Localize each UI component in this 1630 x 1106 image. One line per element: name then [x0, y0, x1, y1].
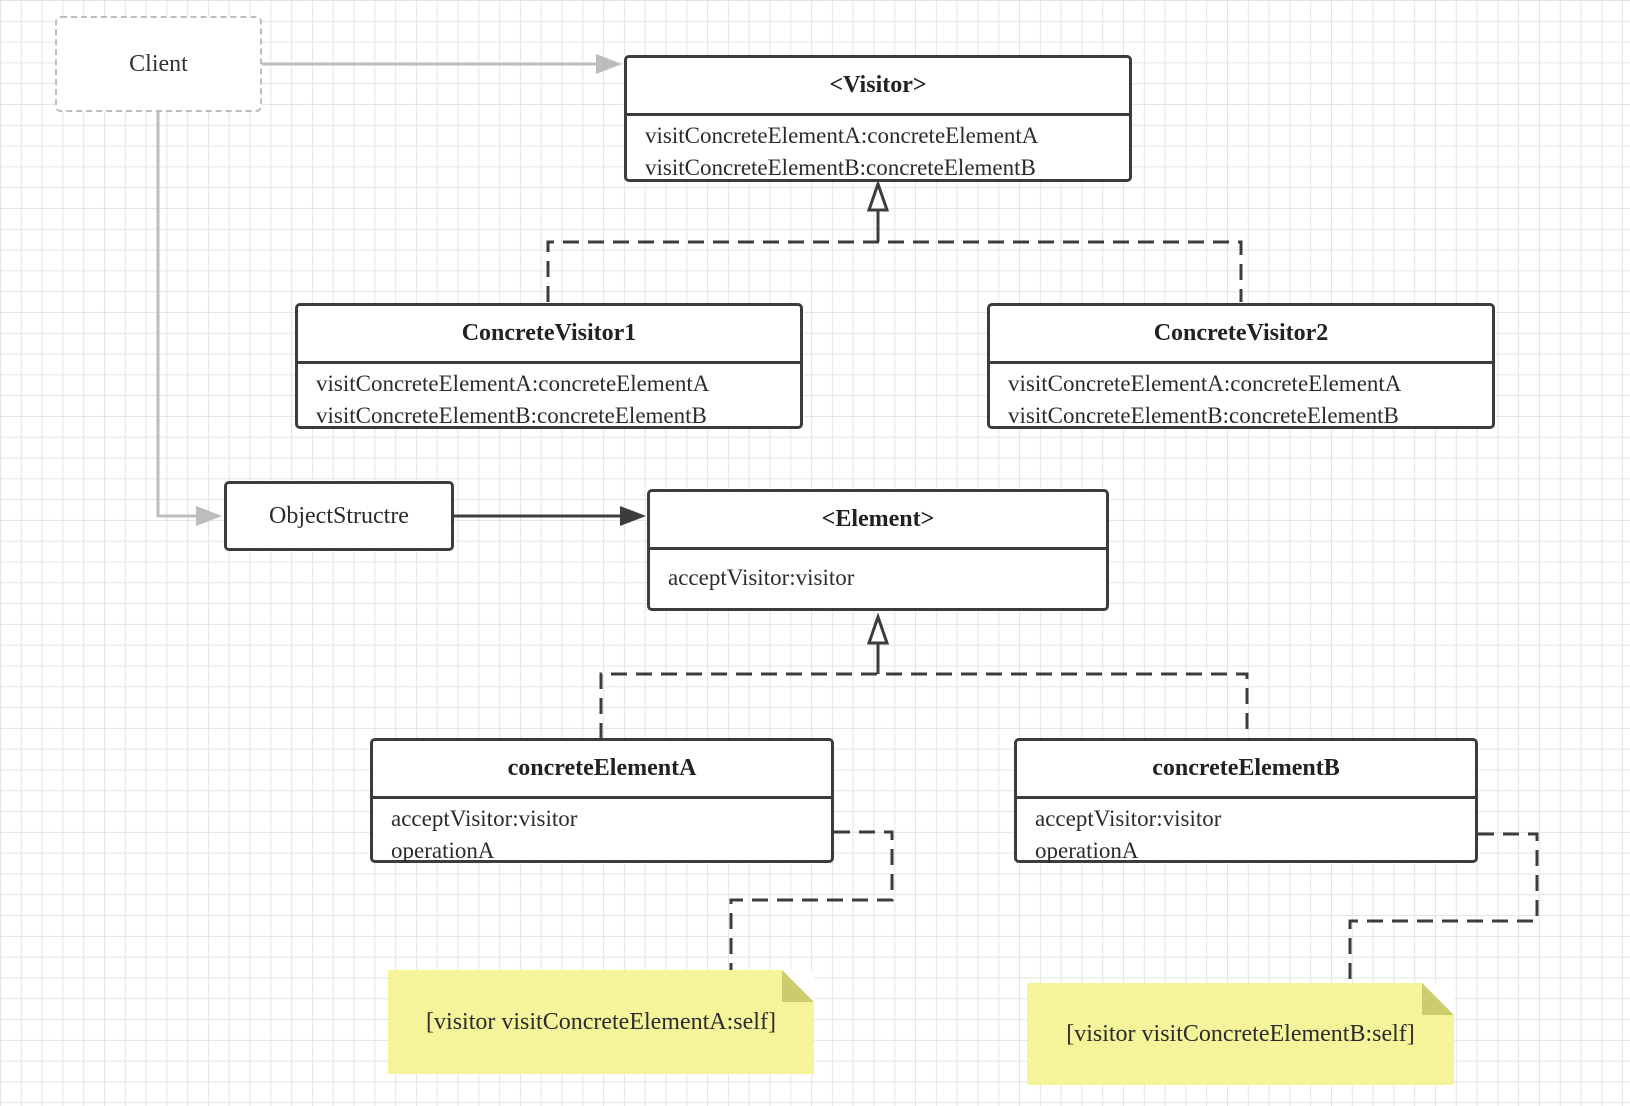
concrete-visitor-2-method: visitConcreteElementB:concreteElementB: [1008, 403, 1399, 428]
concrete-visitor-1-method: visitConcreteElementB:concreteElementB: [316, 403, 707, 428]
note-b-link: [1348, 832, 1539, 983]
visitor-realization-connector: [546, 179, 1243, 302]
client-node[interactable]: Client: [55, 16, 262, 112]
concrete-visitor-1-box[interactable]: ConcreteVisitor1 visitConcreteElementA:c…: [295, 303, 803, 429]
concrete-element-b-title: concreteElementB: [1017, 741, 1475, 799]
element-title: <Element>: [650, 492, 1106, 550]
concrete-element-a-method: operationA: [391, 838, 495, 863]
client-to-objectstructure-arrow: [156, 112, 222, 526]
concrete-visitor-2-methods: visitConcreteElementA:concreteElementA v…: [990, 364, 1492, 432]
visitor-interface-box[interactable]: <Visitor> visitConcreteElementA:concrete…: [624, 55, 1132, 182]
concrete-visitor-2-method: visitConcreteElementA:concreteElementA: [1008, 371, 1402, 396]
element-method: acceptVisitor:visitor: [668, 565, 855, 590]
concrete-visitor-2-box[interactable]: ConcreteVisitor2 visitConcreteElementA:c…: [987, 303, 1495, 429]
visitor-title: <Visitor>: [627, 58, 1129, 116]
object-structure-box[interactable]: ObjectStructre: [224, 481, 454, 551]
concrete-visitor-1-method: visitConcreteElementA:concreteElementA: [316, 371, 710, 396]
concrete-visitor-1-methods: visitConcreteElementA:concreteElementA v…: [298, 364, 800, 432]
concrete-element-b-method: operationA: [1035, 838, 1139, 863]
concrete-element-a-title: concreteElementA: [373, 741, 831, 799]
client-label: Client: [129, 50, 188, 77]
concrete-element-b-box[interactable]: concreteElementB acceptVisitor:visitor o…: [1014, 738, 1478, 863]
concrete-element-b-methods: acceptVisitor:visitor operationA: [1017, 799, 1475, 867]
client-to-visitor-arrow: [262, 54, 622, 74]
element-interface-box[interactable]: <Element> acceptVisitor:visitor: [647, 489, 1109, 611]
concrete-element-a-methods: acceptVisitor:visitor operationA: [373, 799, 831, 867]
objectstructure-to-element-arrow: [454, 506, 646, 526]
concrete-visitor-2-title: ConcreteVisitor2: [990, 306, 1492, 364]
note-b-fold-corner: [1422, 983, 1454, 1015]
note-a-fold-corner: [782, 970, 814, 1002]
note-b-text: [visitor visitConcreteElementB:self]: [1066, 1020, 1415, 1047]
object-structure-label: ObjectStructre: [269, 502, 409, 529]
visitor-method: visitConcreteElementA:concreteElementA: [645, 123, 1039, 148]
note-b[interactable]: [visitor visitConcreteElementB:self]: [1027, 983, 1454, 1085]
concrete-visitor-1-title: ConcreteVisitor1: [298, 306, 800, 364]
concrete-element-a-method: acceptVisitor:visitor: [391, 806, 578, 831]
concrete-element-a-box[interactable]: concreteElementA acceptVisitor:visitor o…: [370, 738, 834, 863]
note-a[interactable]: [visitor visitConcreteElementA:self]: [388, 970, 814, 1074]
note-a-text: [visitor visitConcreteElementA:self]: [426, 1008, 776, 1035]
note-a-link: [729, 830, 894, 970]
visitor-method: visitConcreteElementB:concreteElementB: [645, 155, 1036, 180]
concrete-element-b-method: acceptVisitor:visitor: [1035, 806, 1222, 831]
visitor-methods: visitConcreteElementA:concreteElementA v…: [627, 116, 1129, 184]
element-realization-connector: [599, 612, 1249, 739]
element-methods: acceptVisitor:visitor: [650, 550, 1106, 594]
